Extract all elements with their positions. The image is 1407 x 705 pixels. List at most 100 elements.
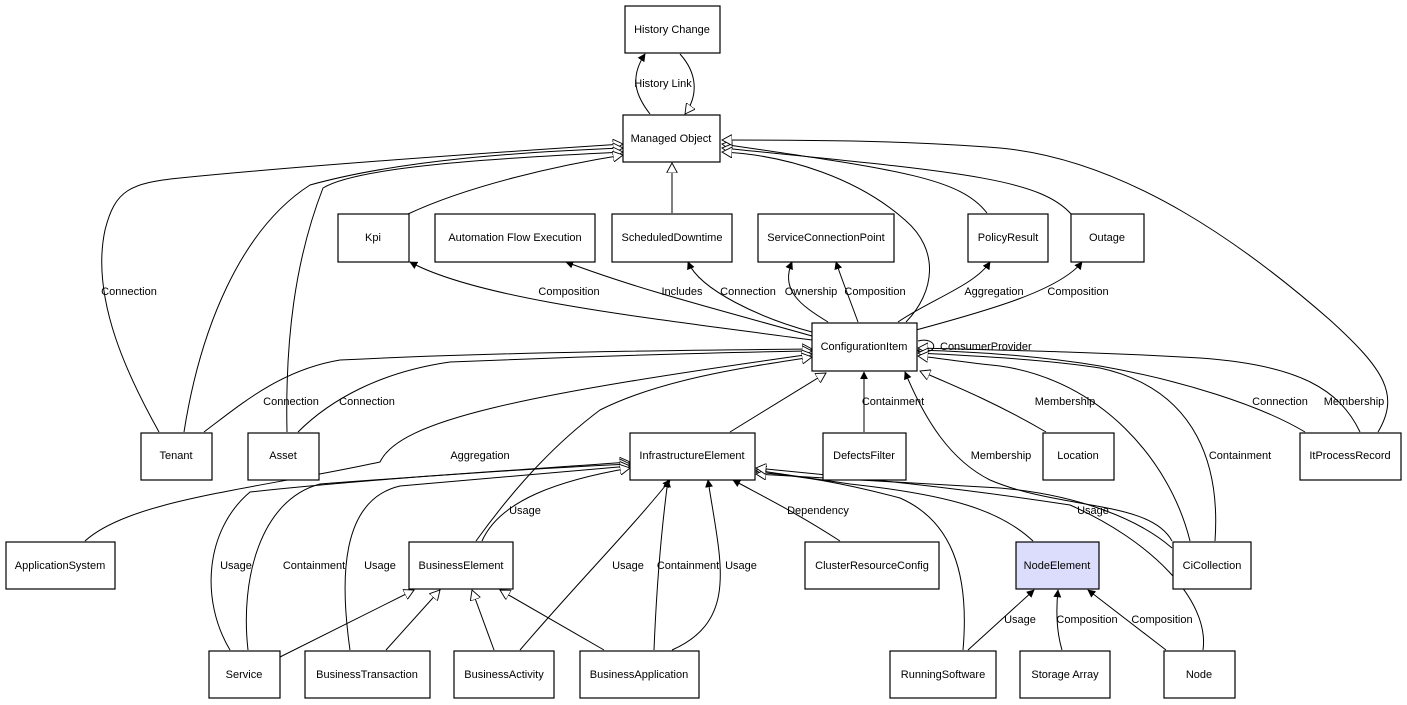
edge-ci-scp-composition: [834, 261, 859, 323]
edge-service-infra-usage: [210, 462, 630, 651]
node-it-process-record[interactable]: ItProcessRecord: [1299, 432, 1402, 481]
node-label: ApplicationSystem: [15, 560, 106, 572]
node-outage[interactable]: Outage: [1070, 213, 1145, 263]
node-label: BusinessApplication: [590, 669, 688, 681]
edge-cluster-infra-dependency: [732, 479, 841, 542]
edge-infra-ci: [729, 373, 826, 433]
nodes: History Change Managed Object Kpi Automa…: [5, 5, 1402, 699]
label-runningsw-usage: Usage: [1004, 614, 1036, 626]
node-label: Automation Flow Execution: [448, 232, 581, 244]
edge-kpi-managedobject: [407, 155, 623, 215]
label-bizelement-usage: Usage: [509, 505, 541, 517]
edge-node-nodeelement: [1087, 589, 1167, 651]
edge-labels: History Link Connection Composition Incl…: [101, 78, 1384, 626]
edge-configurationitem-managedobject: [722, 152, 930, 323]
node-asset[interactable]: Asset: [247, 432, 320, 481]
node-kpi[interactable]: Kpi: [337, 213, 410, 263]
node-node-element[interactable]: NodeElement: [1015, 541, 1100, 590]
node-node[interactable]: Node: [1163, 650, 1236, 699]
node-ci-collection[interactable]: CiCollection: [1172, 541, 1252, 590]
label-service-containment: Containment: [283, 560, 345, 572]
label-service-usage: Usage: [220, 560, 252, 572]
node-label: RunningSoftware: [901, 669, 985, 681]
node-label: Outage: [1089, 232, 1125, 244]
node-label: Node: [1186, 669, 1212, 681]
edge-location-ci: [920, 371, 1047, 433]
edge-biztrans-bizelement: [385, 590, 440, 651]
node-tenant[interactable]: Tenant: [140, 432, 213, 481]
edge-cicollection-ci-arrow: [904, 371, 1173, 542]
edge-service-infra-containment: [245, 464, 630, 651]
label-location-membership: Membership: [1035, 396, 1096, 408]
node-service[interactable]: Service: [208, 650, 281, 699]
edge-asset-managedobject: [286, 152, 623, 433]
edge-policyresult-managedobject: [722, 144, 988, 214]
node-business-application[interactable]: BusinessApplication: [579, 650, 700, 699]
node-label: ClusterResourceConfig: [815, 560, 929, 572]
edge-cicollection-infra-usage: [756, 474, 1173, 549]
edge-tenant-managedobject: [101, 144, 623, 433]
node-history-change[interactable]: History Change: [624, 5, 721, 54]
node-label: Managed Object: [631, 133, 712, 145]
edge-asset-ci: [297, 351, 812, 433]
node-label: ItProcessRecord: [1309, 450, 1390, 462]
node-infrastructure-element[interactable]: InfrastructureElement: [629, 432, 756, 481]
edge-bizapp-infra-usage: [671, 479, 721, 651]
edge-bizapp-bizelement: [500, 590, 605, 651]
node-automation-flow-execution[interactable]: Automation Flow Execution: [434, 213, 596, 263]
node-storage-array[interactable]: Storage Array: [1019, 650, 1111, 699]
node-label: Tenant: [159, 450, 192, 462]
label-consumer-provider: ConsumerProvider: [940, 341, 1032, 353]
node-label: Asset: [269, 450, 297, 462]
label-cicollection-containment: Containment: [1209, 450, 1271, 462]
edge-ci-outage: [915, 261, 1083, 331]
label-storage-composition: Composition: [1056, 614, 1117, 626]
node-service-connection-point[interactable]: ServiceConnectionPoint: [757, 213, 895, 263]
node-label: Location: [1057, 450, 1099, 462]
node-policy-result[interactable]: PolicyResult: [967, 213, 1049, 263]
node-defects-filter[interactable]: DefectsFilter: [822, 432, 907, 481]
node-label: PolicyResult: [978, 232, 1039, 244]
label-ownership: Ownership: [785, 286, 838, 298]
label-includes: Includes: [662, 286, 703, 298]
label-tenant-ci-connection: Connection: [263, 396, 319, 408]
node-cluster-resource-config[interactable]: ClusterResourceConfig: [804, 541, 940, 590]
edge-appsystem-ci: [84, 354, 812, 542]
edge-biztrans-infra-usage: [344, 466, 630, 651]
node-scheduled-downtime[interactable]: ScheduledDowntime: [611, 213, 733, 263]
edge-itprocessrecord-managedobject: [722, 140, 1389, 433]
label-bizapp-usage: Usage: [725, 560, 757, 572]
label-defects-containment: Containment: [862, 396, 924, 408]
node-label: CiCollection: [1183, 560, 1242, 572]
edge-service-bizelement: [279, 590, 414, 658]
node-label: Service: [226, 669, 263, 681]
label-appsystem-aggregation: Aggregation: [450, 450, 509, 462]
edge-ci-scheduleddowntime: [687, 261, 813, 333]
edge-ci-automationflow: [565, 260, 813, 337]
node-location[interactable]: Location: [1042, 432, 1115, 481]
label-tenant-connection: Connection: [101, 286, 157, 298]
node-label: ScheduledDowntime: [622, 232, 723, 244]
node-business-transaction[interactable]: BusinessTransaction: [304, 650, 431, 699]
node-label: History Change: [634, 24, 710, 36]
edge-businesselement-ci: [475, 357, 812, 542]
label-bizapp-containment: Containment: [657, 560, 719, 572]
edge-history-link-forward: [635, 53, 651, 115]
edge-ci-policyresult: [897, 261, 991, 323]
node-business-element[interactable]: BusinessElement: [408, 541, 514, 590]
edge-runningsw-nodeelement: [967, 589, 1035, 651]
node-managed-object[interactable]: Managed Object: [622, 114, 721, 163]
node-configuration-item[interactable]: ConfigurationItem: [811, 322, 918, 372]
label-outage-composition: Composition: [1047, 286, 1108, 298]
label-asset-ci-connection: Connection: [339, 396, 395, 408]
edge-itprocess-ci-membership: [918, 348, 1361, 433]
label-node-composition: Composition: [1131, 614, 1192, 626]
label-cicollection-membership: Membership: [971, 450, 1032, 462]
node-application-system[interactable]: ApplicationSystem: [5, 541, 116, 590]
node-label: Kpi: [365, 232, 381, 244]
node-label: ConfigurationItem: [821, 341, 908, 353]
node-business-activity[interactable]: BusinessActivity: [453, 650, 555, 699]
node-running-software[interactable]: RunningSoftware: [889, 650, 997, 699]
edge-outage-managedobject: [722, 148, 1073, 216]
